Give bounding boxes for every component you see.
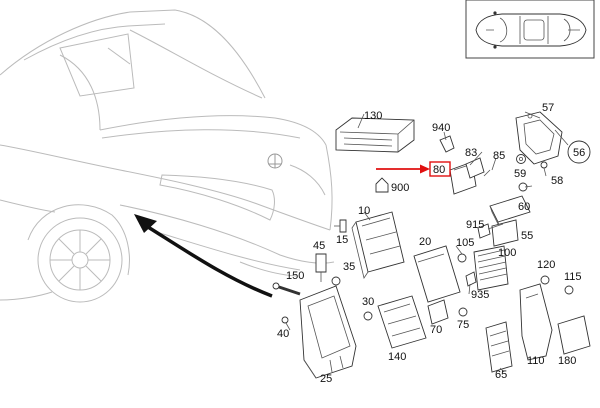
callout-40[interactable]: 40 bbox=[277, 328, 289, 340]
callout-150[interactable]: 150 bbox=[286, 270, 304, 282]
callout-85[interactable]: 85 bbox=[493, 150, 505, 162]
part-35 bbox=[331, 276, 341, 286]
callout-57[interactable]: 57 bbox=[542, 102, 554, 114]
part-900 bbox=[375, 177, 389, 193]
part-115 bbox=[564, 285, 574, 295]
part-45 bbox=[315, 253, 327, 282]
part-100 bbox=[473, 245, 509, 291]
highlight-box-80 bbox=[429, 161, 451, 177]
part-110 bbox=[519, 283, 553, 361]
part-140 bbox=[377, 295, 427, 349]
part-10 bbox=[351, 211, 405, 279]
part-56 bbox=[554, 129, 591, 164]
leader-lines bbox=[285, 111, 541, 373]
part-915 bbox=[477, 223, 491, 239]
parts bbox=[272, 111, 591, 379]
callout-120[interactable]: 120 bbox=[537, 259, 555, 271]
callout-15[interactable]: 15 bbox=[336, 234, 348, 246]
callout-60[interactable]: 60 bbox=[518, 201, 530, 213]
part-25 bbox=[299, 285, 357, 379]
callout-140[interactable]: 140 bbox=[388, 351, 406, 363]
callout-83[interactable]: 83 bbox=[465, 147, 477, 159]
part-120 bbox=[540, 275, 550, 285]
highlight-arrow bbox=[376, 164, 430, 174]
callout-80[interactable]: 80 bbox=[433, 164, 445, 176]
callout-940[interactable]: 940 bbox=[432, 122, 450, 134]
callout-56[interactable]: 56 bbox=[573, 147, 585, 159]
part-150 bbox=[272, 282, 301, 296]
callout-55[interactable]: 55 bbox=[521, 230, 533, 242]
part-20 bbox=[413, 245, 461, 303]
part-130 bbox=[335, 113, 415, 153]
car-outline bbox=[0, 9, 335, 303]
part-85 bbox=[516, 154, 526, 164]
callout-labels: 130 940 57 83 85 56 80 900 59 58 10 60 9… bbox=[277, 102, 585, 385]
callout-70[interactable]: 70 bbox=[430, 324, 442, 336]
callout-130[interactable]: 130 bbox=[364, 110, 382, 122]
callout-110[interactable]: 110 bbox=[527, 355, 545, 367]
callout-115[interactable]: 115 bbox=[564, 271, 582, 283]
callout-25[interactable]: 25 bbox=[320, 373, 332, 385]
callout-65[interactable]: 65 bbox=[495, 369, 507, 381]
callout-10[interactable]: 10 bbox=[358, 205, 370, 217]
part-105 bbox=[457, 253, 467, 263]
part-57 bbox=[515, 111, 563, 165]
callout-35[interactable]: 35 bbox=[343, 261, 355, 273]
callout-915[interactable]: 915 bbox=[466, 219, 484, 231]
callout-75[interactable]: 75 bbox=[457, 319, 469, 331]
part-30 bbox=[363, 311, 373, 321]
callout-58[interactable]: 58 bbox=[551, 175, 563, 187]
part-940 bbox=[439, 135, 455, 153]
callout-900[interactable]: 900 bbox=[391, 182, 409, 194]
vehicle-thumbnail bbox=[465, 0, 595, 59]
part-55 bbox=[491, 219, 519, 247]
part-75 bbox=[458, 307, 468, 317]
part-70 bbox=[427, 299, 449, 325]
part-935 bbox=[465, 271, 477, 287]
callout-59[interactable]: 59 bbox=[514, 168, 526, 180]
part-83 bbox=[465, 157, 491, 179]
part-58 bbox=[540, 161, 548, 177]
callout-935[interactable]: 935 bbox=[471, 289, 489, 301]
callout-45[interactable]: 45 bbox=[313, 240, 325, 252]
callout-30[interactable]: 30 bbox=[362, 296, 374, 308]
callout-180[interactable]: 180 bbox=[558, 355, 576, 367]
part-40 bbox=[281, 316, 289, 324]
callout-105[interactable]: 105 bbox=[456, 237, 474, 249]
part-180 bbox=[557, 315, 591, 355]
callout-100[interactable]: 100 bbox=[498, 247, 516, 259]
part-65 bbox=[485, 321, 513, 373]
leader-arrow bbox=[134, 214, 273, 298]
callout-20[interactable]: 20 bbox=[419, 236, 431, 248]
part-15 bbox=[339, 219, 347, 233]
